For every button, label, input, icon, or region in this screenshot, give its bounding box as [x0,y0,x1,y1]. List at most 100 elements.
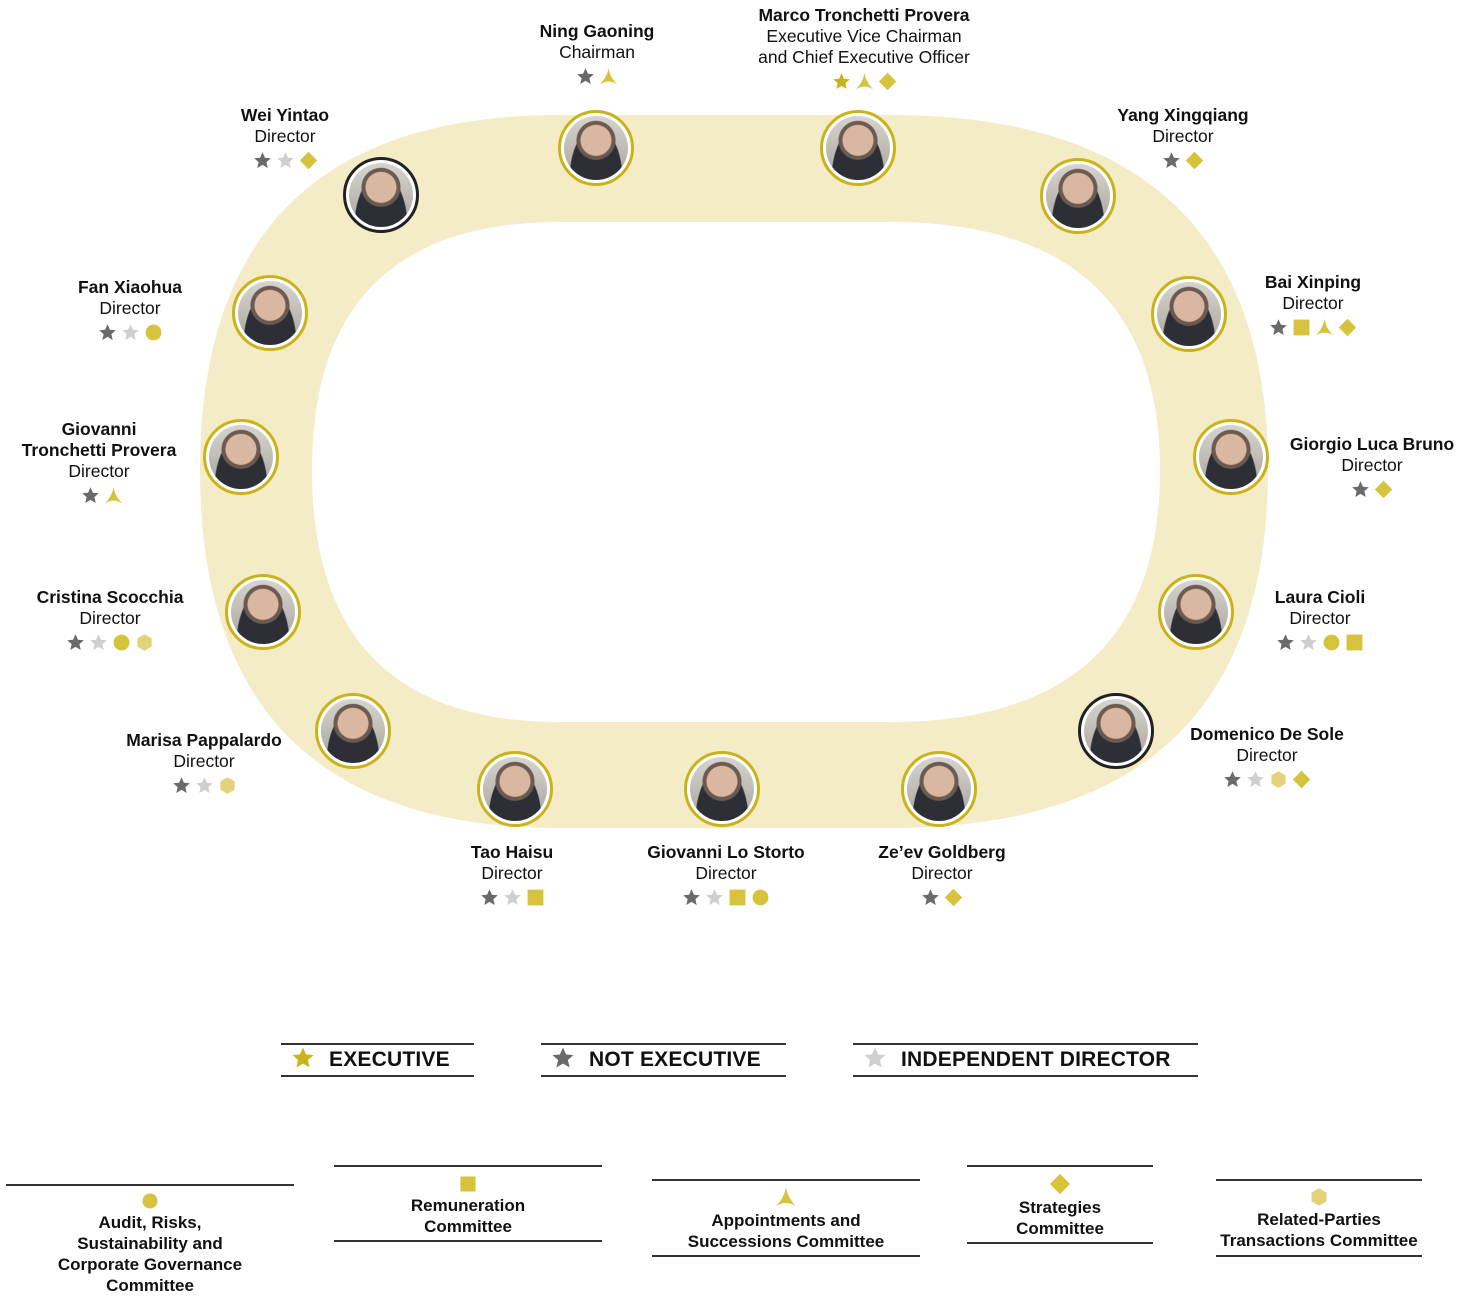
member-name: Laura Cioli [1274,587,1366,607]
member-icons [1170,632,1470,652]
member-name: Tao Haisu [470,842,554,862]
star-independent-icon [863,1046,887,1075]
member-role-line2: and Chief Executive Officer [758,47,970,67]
diamond-icon [299,151,318,170]
star-executive-icon [832,72,851,91]
member-zeev-goldberg: Ze’ev Goldberg Director [792,842,1092,907]
member-giorgio-luca-bruno: Giorgio Luca Bruno Director [1242,434,1475,499]
diamond-icon [1374,480,1393,499]
member-icons [1117,769,1417,789]
portrait-yang-xingqiang [1040,158,1116,234]
member-marco-tronchetti-provera: Marco Tronchetti Provera Executive Vice … [714,5,1014,91]
portrait-giovanni-tronchetti-provera [203,419,279,495]
square-icon [1345,633,1364,652]
star-not-executive-icon [253,151,272,170]
diamond-icon [967,1173,1153,1195]
committee-strategies-line1: Strategies [1018,1198,1102,1217]
diamond-icon [1185,151,1204,170]
member-role: Director [1282,293,1344,313]
member-role: Director [254,126,316,146]
member-icons [135,150,435,170]
member-role: Director [173,751,235,771]
legend-not-executive: NOT EXECUTIVE [541,1043,786,1077]
diamond-icon [944,888,963,907]
circle-icon [112,633,131,652]
circle-icon [751,888,770,907]
member-role: Director [79,608,141,628]
member-name: Ning Gaoning [539,21,655,41]
member-name: Cristina Scocchia [36,587,184,607]
committee-appointments-line1: Appointments and [711,1211,861,1230]
committee-strategies-line2: Committee [1016,1219,1104,1238]
committee-audit-line1: Audit, Risks, [98,1213,202,1232]
member-name: Fan Xiaohua [77,277,183,297]
member-laura-cioli: Laura Cioli Director [1170,587,1470,652]
member-role: Director [99,298,161,318]
member-icons [792,887,1092,907]
star-independent-icon [1246,770,1265,789]
member-marisa-pappalardo: Marisa Pappalardo Director [54,730,354,795]
member-yang-xingqiang: Yang Xingqiang Director [1033,105,1333,170]
member-icons [1163,317,1463,337]
member-giovanni-lo-storto: Giovanni Lo Storto Director [576,842,876,907]
member-name: Giorgio Luca Bruno [1289,434,1455,454]
member-role: Director [1236,745,1298,765]
member-role: Director [911,863,973,883]
member-icons [0,632,260,652]
member-icons [54,775,354,795]
member-name: Yang Xingqiang [1117,105,1249,125]
member-icons [576,887,876,907]
star-not-executive-icon [1269,318,1288,337]
member-tao-haisu: Tao Haisu Director [362,842,662,907]
star-not-executive-icon [576,67,595,86]
star-not-executive-icon [921,888,940,907]
legend-not-executive-label: NOT EXECUTIVE [589,1048,761,1071]
committee-related-parties: Related-Parties Transactions Committee [1216,1179,1422,1257]
star-independent-icon [705,888,724,907]
star-independent-icon [121,323,140,342]
member-role: Director [1152,126,1214,146]
star-not-executive-icon [172,776,191,795]
committee-related-line1: Related-Parties [1257,1210,1381,1229]
committee-audit-line2: Sustainability and [77,1234,223,1253]
circle-icon [6,1192,294,1210]
star-not-executive-icon [682,888,701,907]
diamond-icon [1292,770,1311,789]
portrait-laura-cioli [1158,574,1234,650]
hexagon-icon [218,776,237,795]
committee-remuneration-line2: Committee [424,1217,512,1236]
triangle-icon [1315,318,1334,337]
hexagon-icon [135,633,154,652]
member-role: Director [1289,608,1351,628]
member-role: Director [481,863,543,883]
star-not-executive-icon [480,888,499,907]
portrait-giorgio-luca-bruno [1193,419,1269,495]
square-icon [1292,318,1311,337]
star-not-executive-icon [1351,480,1370,499]
hexagon-icon [1216,1187,1422,1207]
star-independent-icon [276,151,295,170]
portrait-marisa-pappalardo [315,693,391,769]
committee-audit: Audit, Risks, Sustainability and Corpora… [6,1184,294,1296]
member-icons [362,887,662,907]
diamond-icon [878,72,897,91]
portrait-domenico-de-sole [1078,693,1154,769]
portrait-ning-gaoning [558,110,634,186]
legend-executive: EXECUTIVE [281,1043,474,1077]
member-role: Executive Vice Chairman [766,26,962,46]
committee-related-line2: Transactions Committee [1220,1231,1418,1250]
member-icons [447,66,747,86]
member-ning-gaoning: Ning Gaoning Chairman [447,21,747,86]
square-icon [728,888,747,907]
member-icons [1242,479,1475,499]
star-not-executive-icon [1162,151,1181,170]
star-independent-icon [503,888,522,907]
portrait-tao-haisu [477,751,553,827]
member-wei-yintao: Wei Yintao Director [135,105,435,170]
member-domenico-de-sole: Domenico De Sole Director [1117,724,1417,789]
member-name: Wei Yintao [240,105,330,125]
member-fan-xiaohua: Fan Xiaohua Director [0,277,280,342]
triangle-icon [599,67,618,86]
star-independent-icon [1299,633,1318,652]
committee-appointments-line2: Successions Committee [687,1232,885,1251]
